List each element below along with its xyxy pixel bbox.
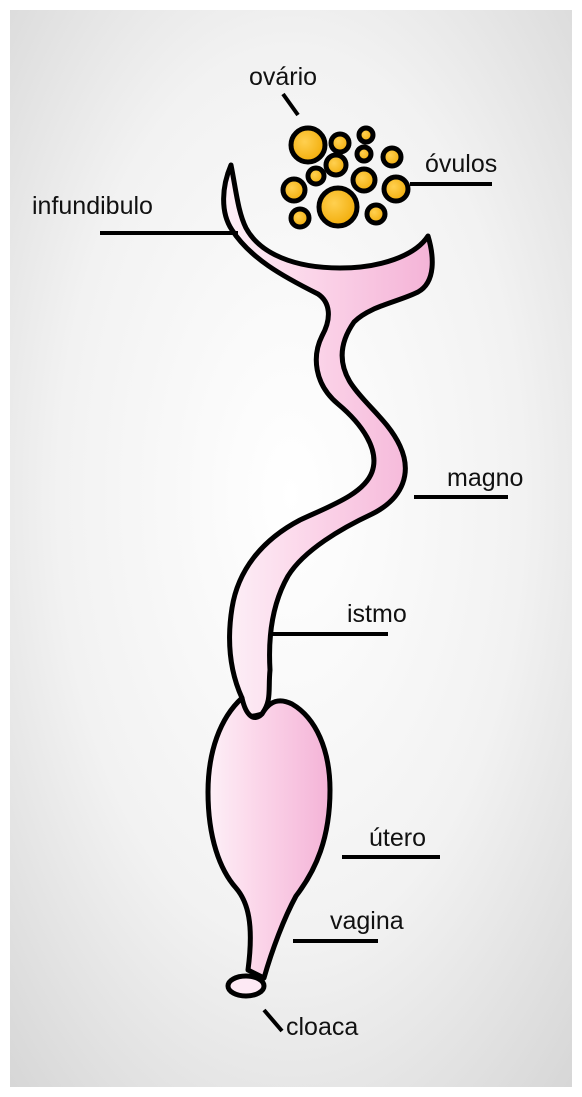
ovule <box>359 128 373 142</box>
istmo-label: istmo <box>347 600 407 628</box>
ovule <box>291 209 309 227</box>
cloaca-opening <box>228 976 264 996</box>
ovule <box>326 155 346 175</box>
ovule <box>308 168 324 184</box>
ovule <box>319 188 357 226</box>
ovule <box>384 177 408 201</box>
ovule <box>331 134 349 152</box>
ovule <box>353 169 375 191</box>
utero-label: útero <box>369 824 426 852</box>
ovule <box>383 148 401 166</box>
cloaca-label: cloaca <box>286 1013 358 1041</box>
vagina-label: vagina <box>330 907 404 935</box>
ovule <box>283 179 305 201</box>
ovule <box>357 147 371 161</box>
ovule <box>291 128 325 162</box>
ovule <box>367 205 385 223</box>
magno-label: magno <box>447 464 523 492</box>
infundibulo-label: infundibulo <box>32 192 153 220</box>
ovario-label: ovário <box>249 63 317 91</box>
ovulos-label: óvulos <box>425 150 497 178</box>
